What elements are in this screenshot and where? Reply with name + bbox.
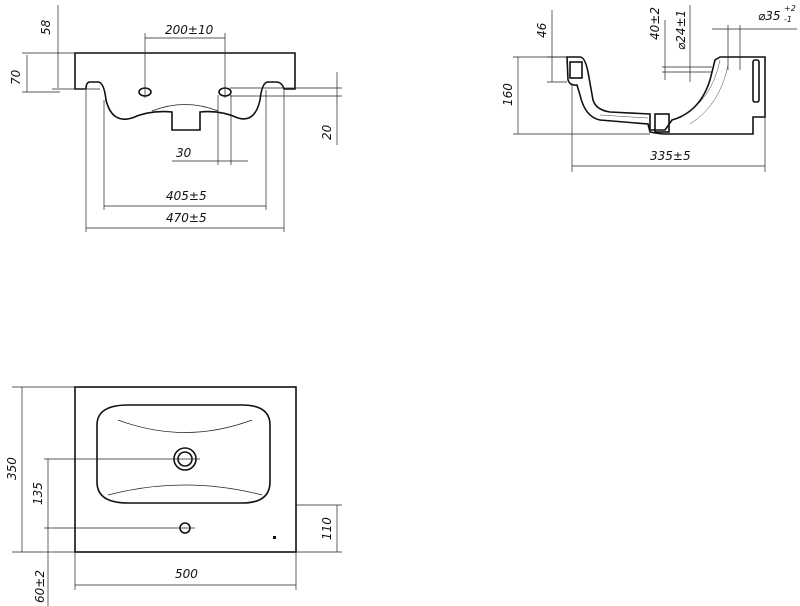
- front-view: 200±10 58 70 20 30 405±5 470±5: [9, 5, 342, 232]
- dim-total-height: 70: [9, 69, 23, 85]
- section-wall: [599, 59, 729, 125]
- dimension-lines: [513, 5, 797, 172]
- dim-inner-width: 405±5: [166, 189, 207, 203]
- side-view: 46 160 40±2 ⌀24±1 ⌀35 +2 -1 335±5: [501, 4, 797, 172]
- overflow-channel: [752, 59, 760, 103]
- bowl-contour: [107, 419, 263, 496]
- rim-cavity: [569, 61, 583, 79]
- dim-outer-width: 470±5: [166, 211, 207, 225]
- dim-overflow-height: 40±2: [648, 7, 662, 40]
- dimension-lines: [22, 5, 342, 232]
- dim-tap-dia: ⌀35: [758, 9, 781, 23]
- dim-depth: 160: [501, 83, 515, 106]
- top-view: 350 135 110 500 60±2: [5, 386, 342, 606]
- dim-top-height: 58: [39, 19, 53, 35]
- dim-length: 335±5: [650, 149, 691, 163]
- dim-depth: 350: [5, 457, 19, 480]
- dim-width: 500: [175, 567, 198, 581]
- bowl-outline: [96, 404, 271, 504]
- basin-section-outline: [566, 56, 766, 135]
- dim-drain-offset: 135: [31, 482, 45, 505]
- drain-section: [654, 113, 670, 133]
- dim-drain-dia: ⌀24±1: [674, 10, 688, 50]
- dim-tap-tol-lower: -1: [784, 15, 792, 24]
- dimension-lines: [12, 386, 342, 606]
- bowl-curve: [151, 104, 219, 112]
- dim-tap-offset: 110: [320, 517, 334, 540]
- dim-rim: 46: [535, 22, 549, 38]
- overflow-mark: [273, 536, 276, 539]
- dim-hole-width: 30: [176, 146, 192, 160]
- basin-front-outline: [74, 52, 296, 131]
- basin-top-outline: [74, 386, 297, 553]
- dim-back-offset: 60±2: [33, 570, 47, 603]
- dim-tap-tol-upper: +2: [784, 4, 796, 13]
- dim-hole-offset: 20: [320, 124, 334, 140]
- dim-tap-spacing: 200±10: [165, 23, 214, 37]
